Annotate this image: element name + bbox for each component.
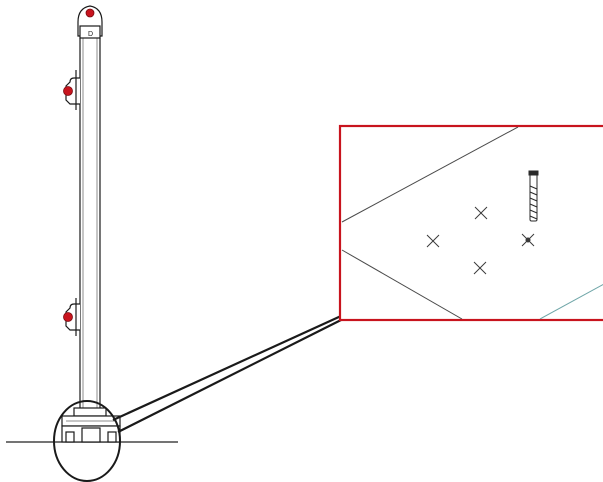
lower-bracket-bolt-icon: [63, 312, 73, 322]
upper-bracket-bolt-icon: [63, 86, 73, 96]
post-assembly: D: [61, 5, 121, 443]
leader-lines: [112, 314, 342, 433]
post-shaft: [79, 38, 101, 408]
svg-text:D: D: [88, 31, 93, 38]
detail-callout: [338, 124, 603, 322]
base-highlight-ellipse: [53, 400, 121, 482]
cross-marker-icon: [521, 233, 535, 247]
cap-bolt-icon: [85, 8, 95, 18]
post-top-cap: D: [77, 5, 103, 39]
lower-bracket: [63, 298, 80, 336]
upper-bracket: [63, 70, 80, 110]
base-plate: [61, 407, 121, 443]
anchor-bolt-icon: [528, 170, 539, 222]
cross-marker-icon: [426, 234, 440, 248]
cross-markers: [426, 206, 535, 275]
cross-marker-icon: [474, 206, 488, 220]
cross-marker-icon: [473, 261, 487, 275]
detail-plate-outline: [341, 127, 603, 319]
